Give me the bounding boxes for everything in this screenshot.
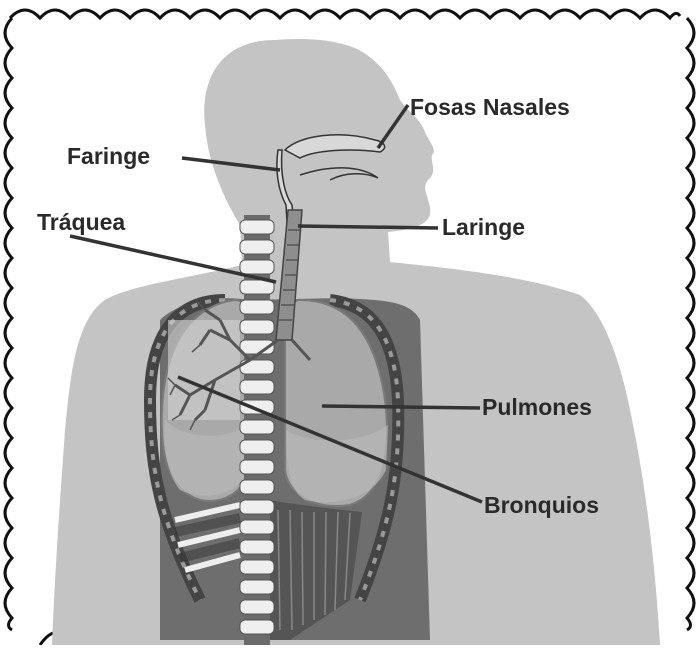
label-pulmones: Pulmones — [482, 396, 592, 419]
lung-left-highlight — [168, 320, 240, 420]
leader-line-laringe — [298, 226, 438, 228]
leader-line-pulmones — [322, 406, 480, 408]
label-faringe: Faringe — [67, 145, 150, 168]
label-laringe: Laringe — [442, 216, 525, 239]
label-traquea: Tráquea — [37, 211, 125, 234]
label-fosas-nasales: Fosas Nasales — [410, 96, 570, 119]
label-bronquios: Bronquios — [484, 494, 599, 517]
